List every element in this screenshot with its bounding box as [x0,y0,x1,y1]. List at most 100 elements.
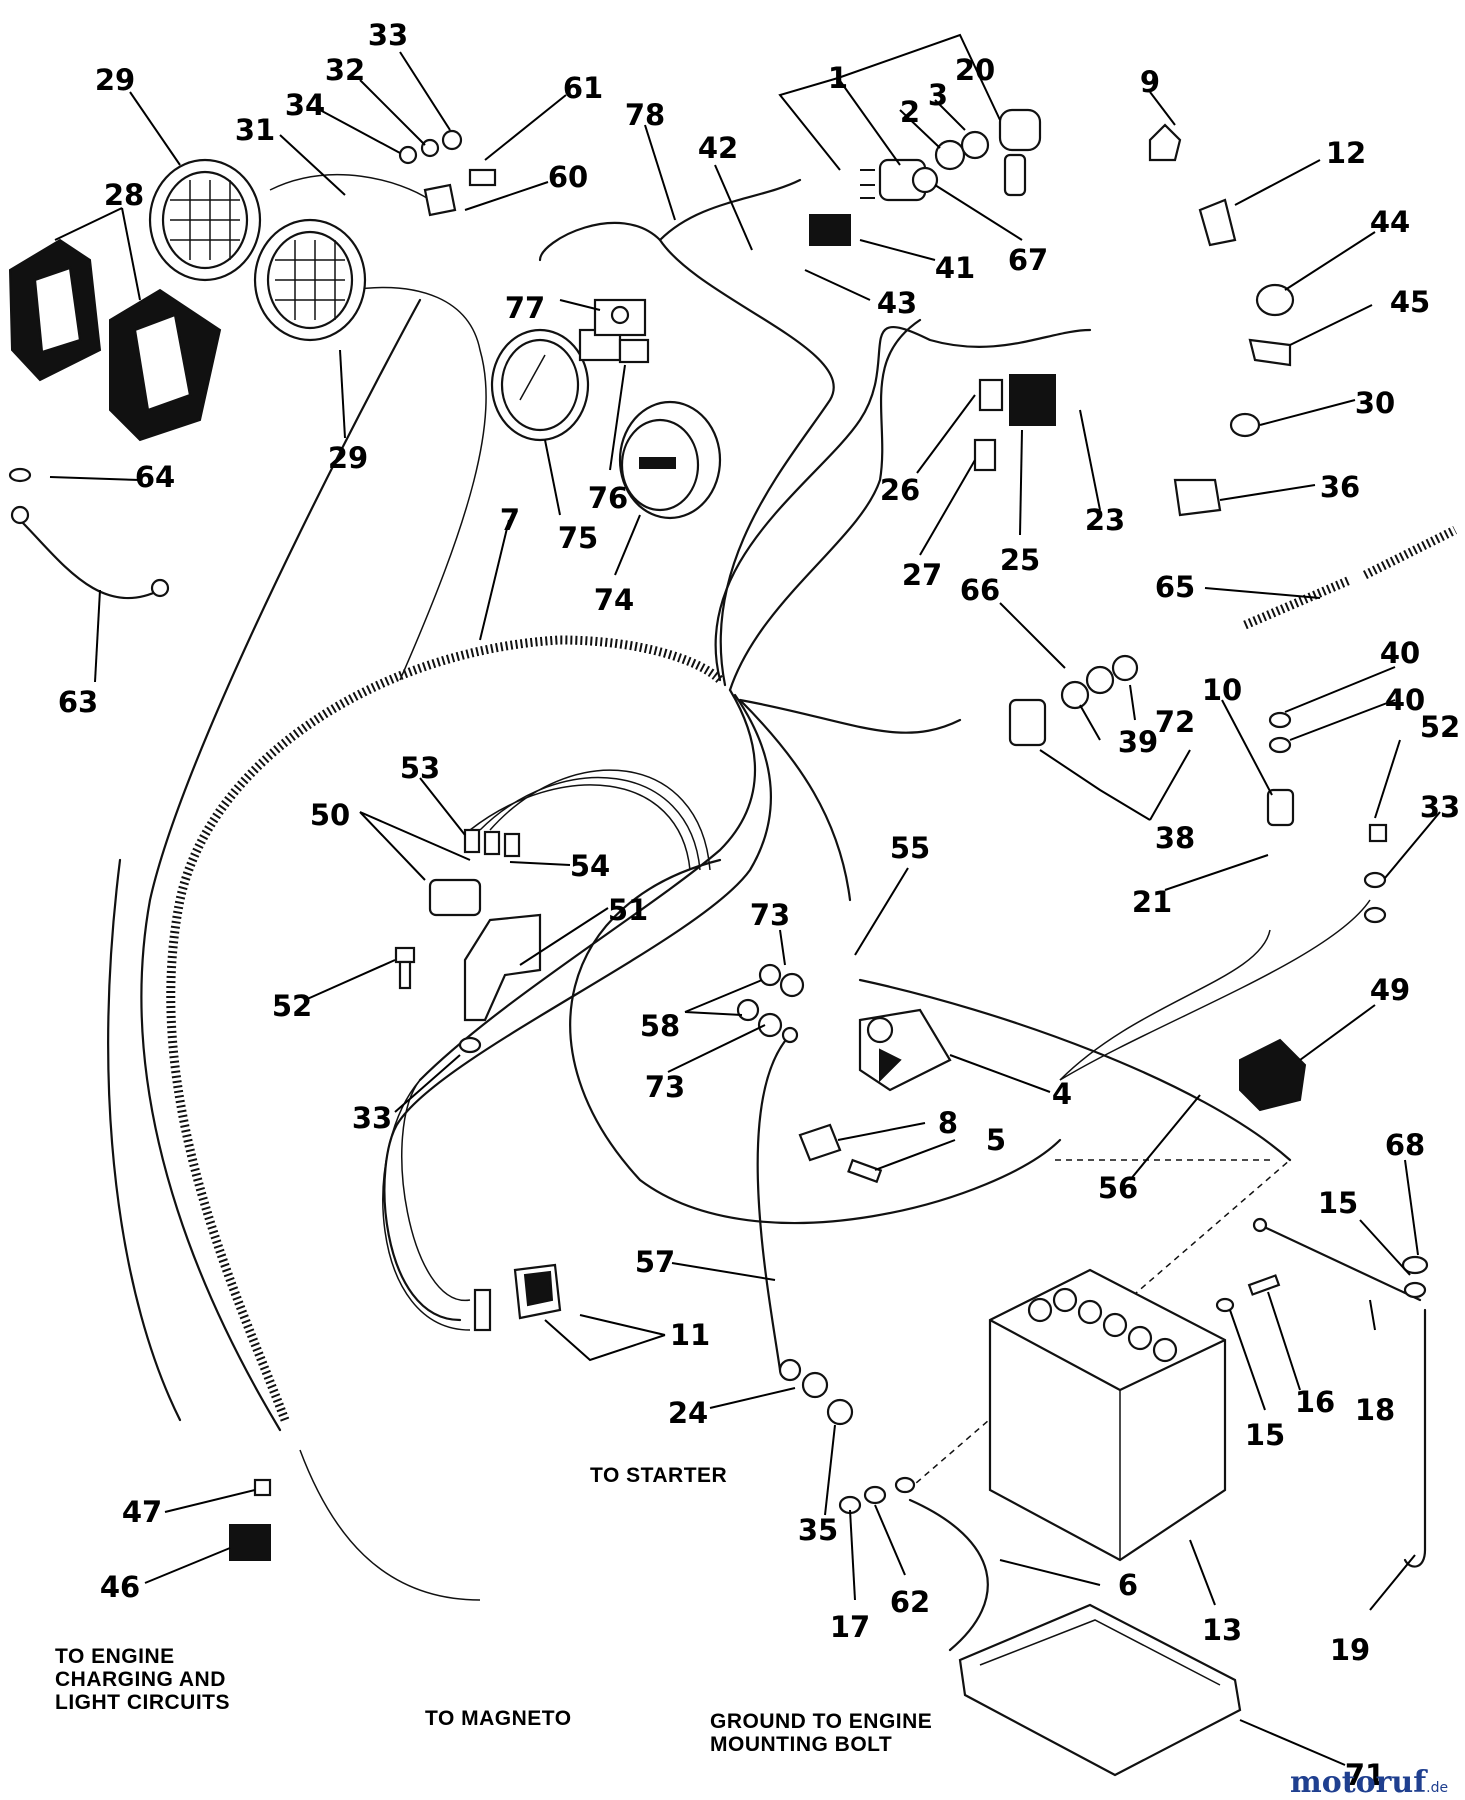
watermark-logo: motoruf.de [1290,1765,1448,1800]
callout-55: 55 [890,831,930,865]
callout-28: 28 [104,178,144,212]
callout-75: 75 [558,521,598,555]
callout-1: 1 [828,61,848,95]
headlight-upper [148,158,262,282]
callout-47: 47 [122,1495,162,1529]
callout-40a: 40 [1380,636,1420,670]
callout-16: 16 [1295,1385,1335,1419]
callout-26: 26 [880,473,920,507]
callout-2: 2 [900,95,920,129]
callout-77: 77 [505,291,545,325]
ignition-key [998,108,1042,152]
callout-62: 62 [890,1585,930,1619]
callout-labels: 1 2 3 20 9 12 44 45 30 36 65 40 40 10 52… [58,18,1460,1792]
callout-74: 74 [594,583,634,617]
callout-52a: 52 [1420,710,1460,744]
callout-12: 12 [1326,136,1366,170]
connector-50 [428,878,482,917]
watermark: motoruf.de [1290,1765,1448,1800]
callout-33c: 33 [368,18,408,52]
callout-53: 53 [400,751,440,785]
callout-17: 17 [830,1610,870,1644]
callout-35: 35 [798,1513,838,1547]
callout-65: 65 [1155,570,1195,604]
callout-58: 58 [640,1009,680,1043]
callout-40b: 40 [1385,683,1425,717]
clamp-45 [1248,338,1292,367]
callout-9: 9 [1140,65,1160,99]
callout-50: 50 [310,798,350,832]
callout-20: 20 [955,53,995,87]
harness-wires [107,173,1371,1652]
callout-56: 56 [1098,1171,1138,1205]
ground-strap [18,518,162,600]
caption-ground-to-engine: GROUND TO ENGINE MOUNTING BOLT [710,1710,939,1756]
switch-38 [1008,698,1047,747]
callout-5: 5 [986,1123,1006,1157]
parts [8,108,1458,1777]
callout-3: 3 [928,78,948,112]
callout-61: 61 [563,71,603,105]
callout-42: 42 [698,131,738,165]
callout-52b: 52 [272,989,312,1023]
hour-meter-gauge [618,400,722,520]
callout-78: 78 [625,98,665,132]
callout-29b: 29 [328,441,368,475]
callout-39: 39 [1118,725,1158,759]
callout-27: 27 [902,558,942,592]
switch-10 [1266,788,1295,827]
callout-64: 64 [135,460,175,494]
callout-44: 44 [1370,205,1410,239]
leader-lines [49,33,1441,1766]
connector-46 [229,1524,271,1561]
callout-30: 30 [1355,386,1395,420]
callout-33a: 33 [1420,790,1460,824]
nut-30 [1229,412,1261,438]
callout-68: 68 [1385,1128,1425,1162]
clamp-36 [1173,478,1222,517]
callout-73a: 73 [750,898,790,932]
headlight-lower [253,218,367,342]
callout-63: 63 [58,685,98,719]
callout-36: 36 [1320,470,1360,504]
split-loom-65 [1243,575,1352,630]
clip-12 [1198,198,1237,247]
callout-67: 67 [1008,243,1048,277]
callout-49: 49 [1370,973,1410,1007]
battery-tray [958,1603,1242,1777]
callout-18: 18 [1355,1393,1395,1427]
callout-34: 34 [285,88,325,122]
callout-8: 8 [938,1106,958,1140]
terminal-boot-49 [1239,1038,1307,1112]
callout-66: 66 [960,573,1000,607]
callout-43: 43 [877,286,917,320]
callout-29a: 29 [95,63,135,97]
clip-9 [1148,123,1182,162]
callout-24: 24 [668,1396,708,1430]
callout-31: 31 [235,113,275,147]
callout-19: 19 [1330,1633,1370,1667]
callout-21: 21 [1132,885,1172,919]
callout-38: 38 [1155,821,1195,855]
callout-51: 51 [608,893,648,927]
clip-8 [798,1123,842,1162]
callout-25: 25 [1000,543,1040,577]
callout-76: 76 [588,481,628,515]
caption-to-engine-charging: TO ENGINE CHARGING AND LIGHT CIRCUITS [55,1645,232,1714]
connector-41 [809,214,851,246]
captions: TO STARTER TO ENGINE CHARGING AND LIGHT … [55,1464,939,1756]
callout-33b: 33 [352,1101,392,1135]
callout-15b: 15 [1245,1418,1285,1452]
callout-7: 7 [500,503,520,537]
gauge-bracket [593,298,647,337]
caption-to-starter: TO STARTER [590,1464,727,1487]
callout-60: 60 [548,160,588,194]
callout-13: 13 [1202,1613,1242,1647]
callout-45: 45 [1390,285,1430,319]
callout-23: 23 [1085,503,1125,537]
callout-11: 11 [670,1318,710,1352]
battery [988,1268,1227,1562]
relay-25 [1009,374,1056,426]
